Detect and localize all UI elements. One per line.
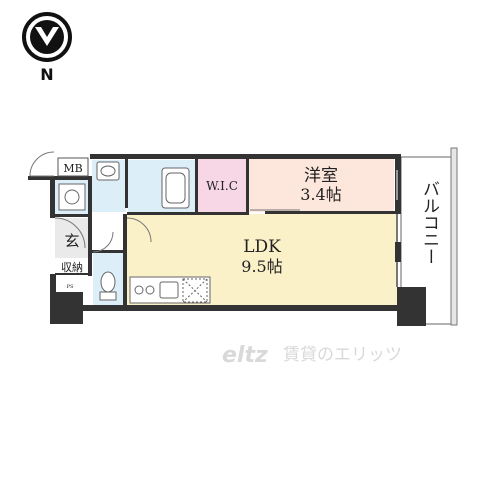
- refrigerator-cross-2: [182, 278, 208, 303]
- western-room: [249, 158, 394, 212]
- kitchen-sink: [159, 281, 179, 299]
- meter-box-door: [29, 151, 55, 177]
- pillar-bottom-left: [50, 292, 83, 324]
- western-room-name: 洋室: [304, 166, 338, 186]
- wall-top: [90, 154, 401, 159]
- wall-storage-bottom: [55, 273, 89, 275]
- hall-door-swing: [126, 217, 152, 243]
- wall-western-bottom: [265, 211, 395, 214]
- wall-toilet-right: [123, 214, 127, 305]
- north-arrow-icon: [35, 27, 59, 46]
- wall-left-upper: [50, 176, 55, 218]
- wash-basin-bowl: [100, 165, 116, 177]
- fixtures: [58, 161, 211, 304]
- wall-mid-horizontal: [127, 212, 249, 215]
- washing-machine-drum: [64, 189, 80, 205]
- room-labels: 洋室 3.4帖 W.I.C LDK 9.5帖 玄 収納 PS: [61, 166, 342, 290]
- meter-box-label: MB: [63, 162, 82, 175]
- entrance-label: 玄: [64, 232, 79, 250]
- ldk-size: 9.5帖: [241, 257, 282, 276]
- wall-mb-bottom: [28, 176, 90, 180]
- walk-in-closet: [198, 158, 247, 212]
- toilet-door-swing: [92, 231, 114, 253]
- compass: N: [22, 12, 72, 84]
- wall-wic-left: [195, 158, 198, 212]
- balcony-railing: [450, 147, 458, 326]
- pillar-bottom-right: [397, 287, 426, 326]
- ldk-name: LDK: [243, 237, 281, 257]
- storage: [55, 258, 88, 274]
- wic-label: W.I.C: [206, 179, 238, 193]
- meter-box-area: [57, 157, 89, 177]
- entrance-hall: [92, 214, 125, 251]
- storage-label: 収納: [61, 261, 83, 274]
- bathtub-inner: [165, 172, 186, 204]
- meter-box: MB: [29, 151, 89, 177]
- wall-right-lower: [395, 242, 401, 262]
- toilet-tank: [99, 291, 117, 301]
- compass-north-label: N: [40, 65, 53, 84]
- pipe-space-label: PS: [67, 284, 74, 290]
- watermark-logo-icon: eltz: [222, 343, 268, 368]
- western-room-size: 3.4帖: [300, 185, 341, 204]
- wall-toilet-top: [92, 250, 123, 253]
- wall-wic-right: [246, 158, 249, 212]
- entrance: [55, 218, 88, 258]
- balcony-label: バルコニー: [419, 180, 439, 265]
- doors: [54, 170, 398, 287]
- wall-entrance-right: [88, 176, 92, 276]
- wall-bottom: [83, 305, 401, 311]
- wall-bath-left: [125, 158, 128, 208]
- toilet-bowl: [100, 271, 116, 293]
- entrance-door-swing: [54, 217, 86, 249]
- stove-burner-2: [145, 285, 155, 295]
- wall-entrance-top: [55, 214, 89, 217]
- watermark: eltz 賃貸のエリッツ: [222, 343, 402, 368]
- watermark-text: 賃貸のエリッツ: [283, 345, 402, 365]
- stove-burner-1: [134, 285, 144, 295]
